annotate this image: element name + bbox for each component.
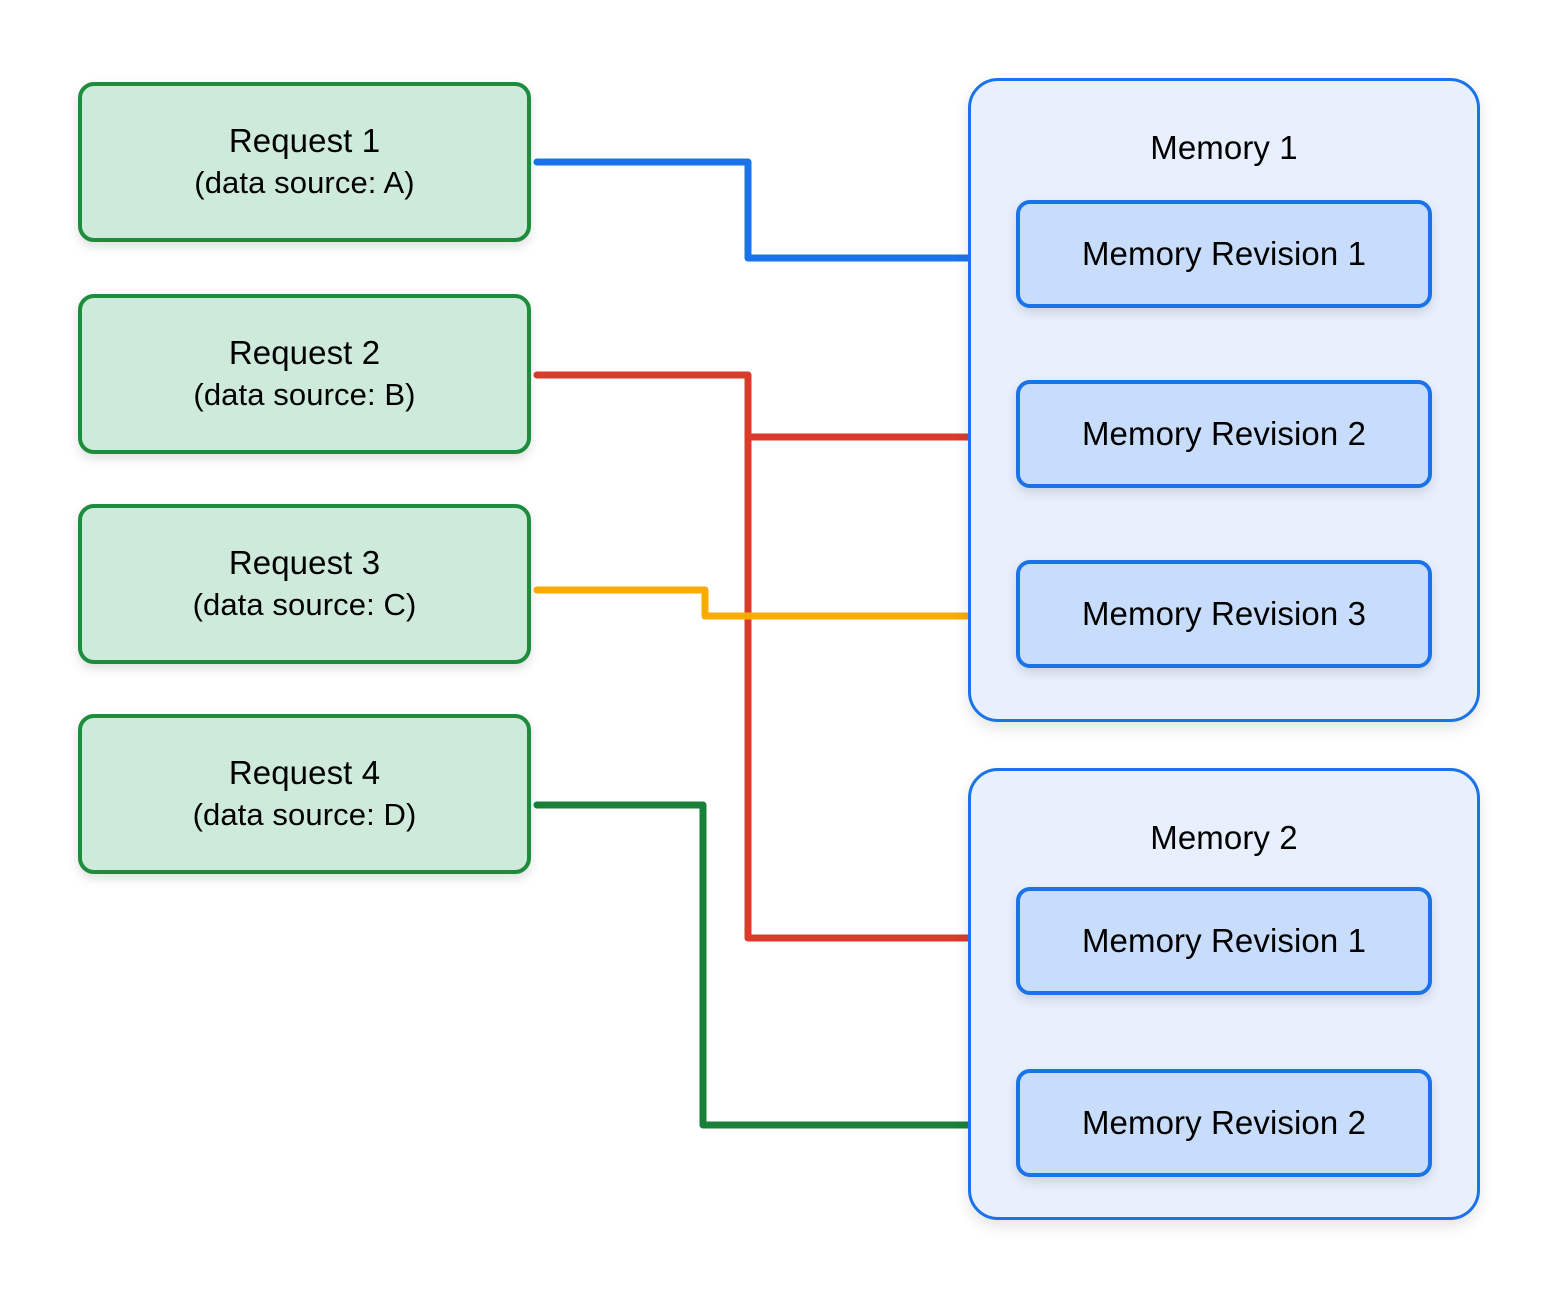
request-subtitle: (data source: D): [192, 797, 417, 833]
connector-request1-to-memory1-revision1: [533, 158, 1017, 277]
connector-request3-to-memory1-revision3: [533, 586, 1017, 635]
request-title: Request 3: [228, 544, 381, 582]
connector-request2-to-memory1-revision2-and-memory2-revision1: [533, 371, 1017, 957]
memory2-revision-box-1[interactable]: Memory Revision 1: [1016, 887, 1432, 995]
memory2-revision-box-2[interactable]: Memory Revision 2: [1016, 1069, 1432, 1177]
revision-label: Memory Revision 2: [1081, 1104, 1367, 1141]
request-subtitle: (data source: C): [192, 587, 417, 623]
memory1-revision-box-3[interactable]: Memory Revision 3: [1016, 560, 1432, 668]
revision-label: Memory Revision 1: [1081, 922, 1367, 959]
revision-label: Memory Revision 1: [1081, 235, 1367, 272]
request-subtitle: (data source: B): [193, 377, 416, 413]
revision-label: Memory Revision 3: [1081, 595, 1367, 632]
request-title: Request 1: [228, 122, 381, 160]
memory1-revision-box-1[interactable]: Memory Revision 1: [1016, 200, 1432, 308]
request-box-2[interactable]: Request 2 (data source: B): [78, 294, 531, 454]
memory1-revision-box-2[interactable]: Memory Revision 2: [1016, 380, 1432, 488]
connector-request4-to-memory2-revision2: [533, 801, 1017, 1144]
memory-title: Memory 1: [1150, 129, 1298, 166]
request-title: Request 4: [228, 754, 381, 792]
request-title: Request 2: [228, 334, 381, 372]
memory-title: Memory 2: [1150, 819, 1298, 856]
revision-label: Memory Revision 2: [1081, 415, 1367, 452]
request-box-1[interactable]: Request 1 (data source: A): [78, 82, 531, 242]
request-box-3[interactable]: Request 3 (data source: C): [78, 504, 531, 664]
request-subtitle: (data source: A): [194, 165, 415, 201]
request-box-4[interactable]: Request 4 (data source: D): [78, 714, 531, 874]
